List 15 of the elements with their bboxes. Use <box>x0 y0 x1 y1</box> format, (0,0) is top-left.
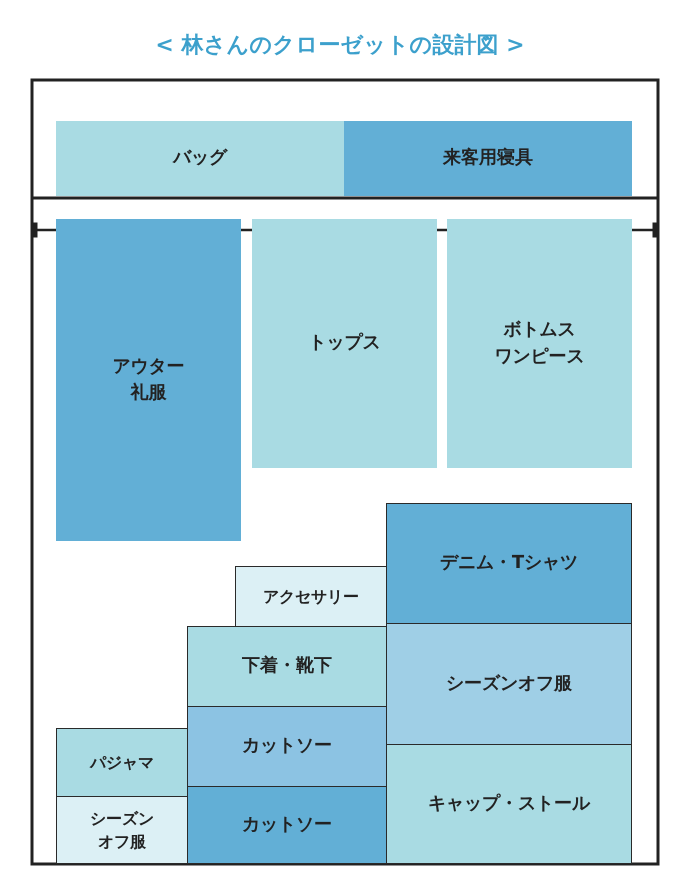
storage-box: カットソー <box>187 706 387 787</box>
storage-box: アクセサリー <box>235 566 387 627</box>
storage-box: パジャマ <box>56 728 188 797</box>
storage-box: ボトムス ワンピース <box>447 219 632 468</box>
title: < 林さんのクローゼットの設計図 > <box>154 32 526 60</box>
storage-box: 来客用寝具 <box>344 121 632 196</box>
storage-box: アウター 礼服 <box>56 219 241 541</box>
storage-box: バッグ <box>56 121 344 196</box>
storage-box: キャップ・ストール <box>386 744 632 864</box>
storage-box: 下着・靴下 <box>187 626 387 707</box>
storage-box: シーズンオフ服 <box>386 623 632 745</box>
storage-box: シーズンオフ服 <box>56 796 188 864</box>
storage-box: カットソー <box>187 786 387 864</box>
storage-box: デニム・Tシャツ <box>386 503 632 624</box>
storage-box: トップス <box>252 219 437 468</box>
